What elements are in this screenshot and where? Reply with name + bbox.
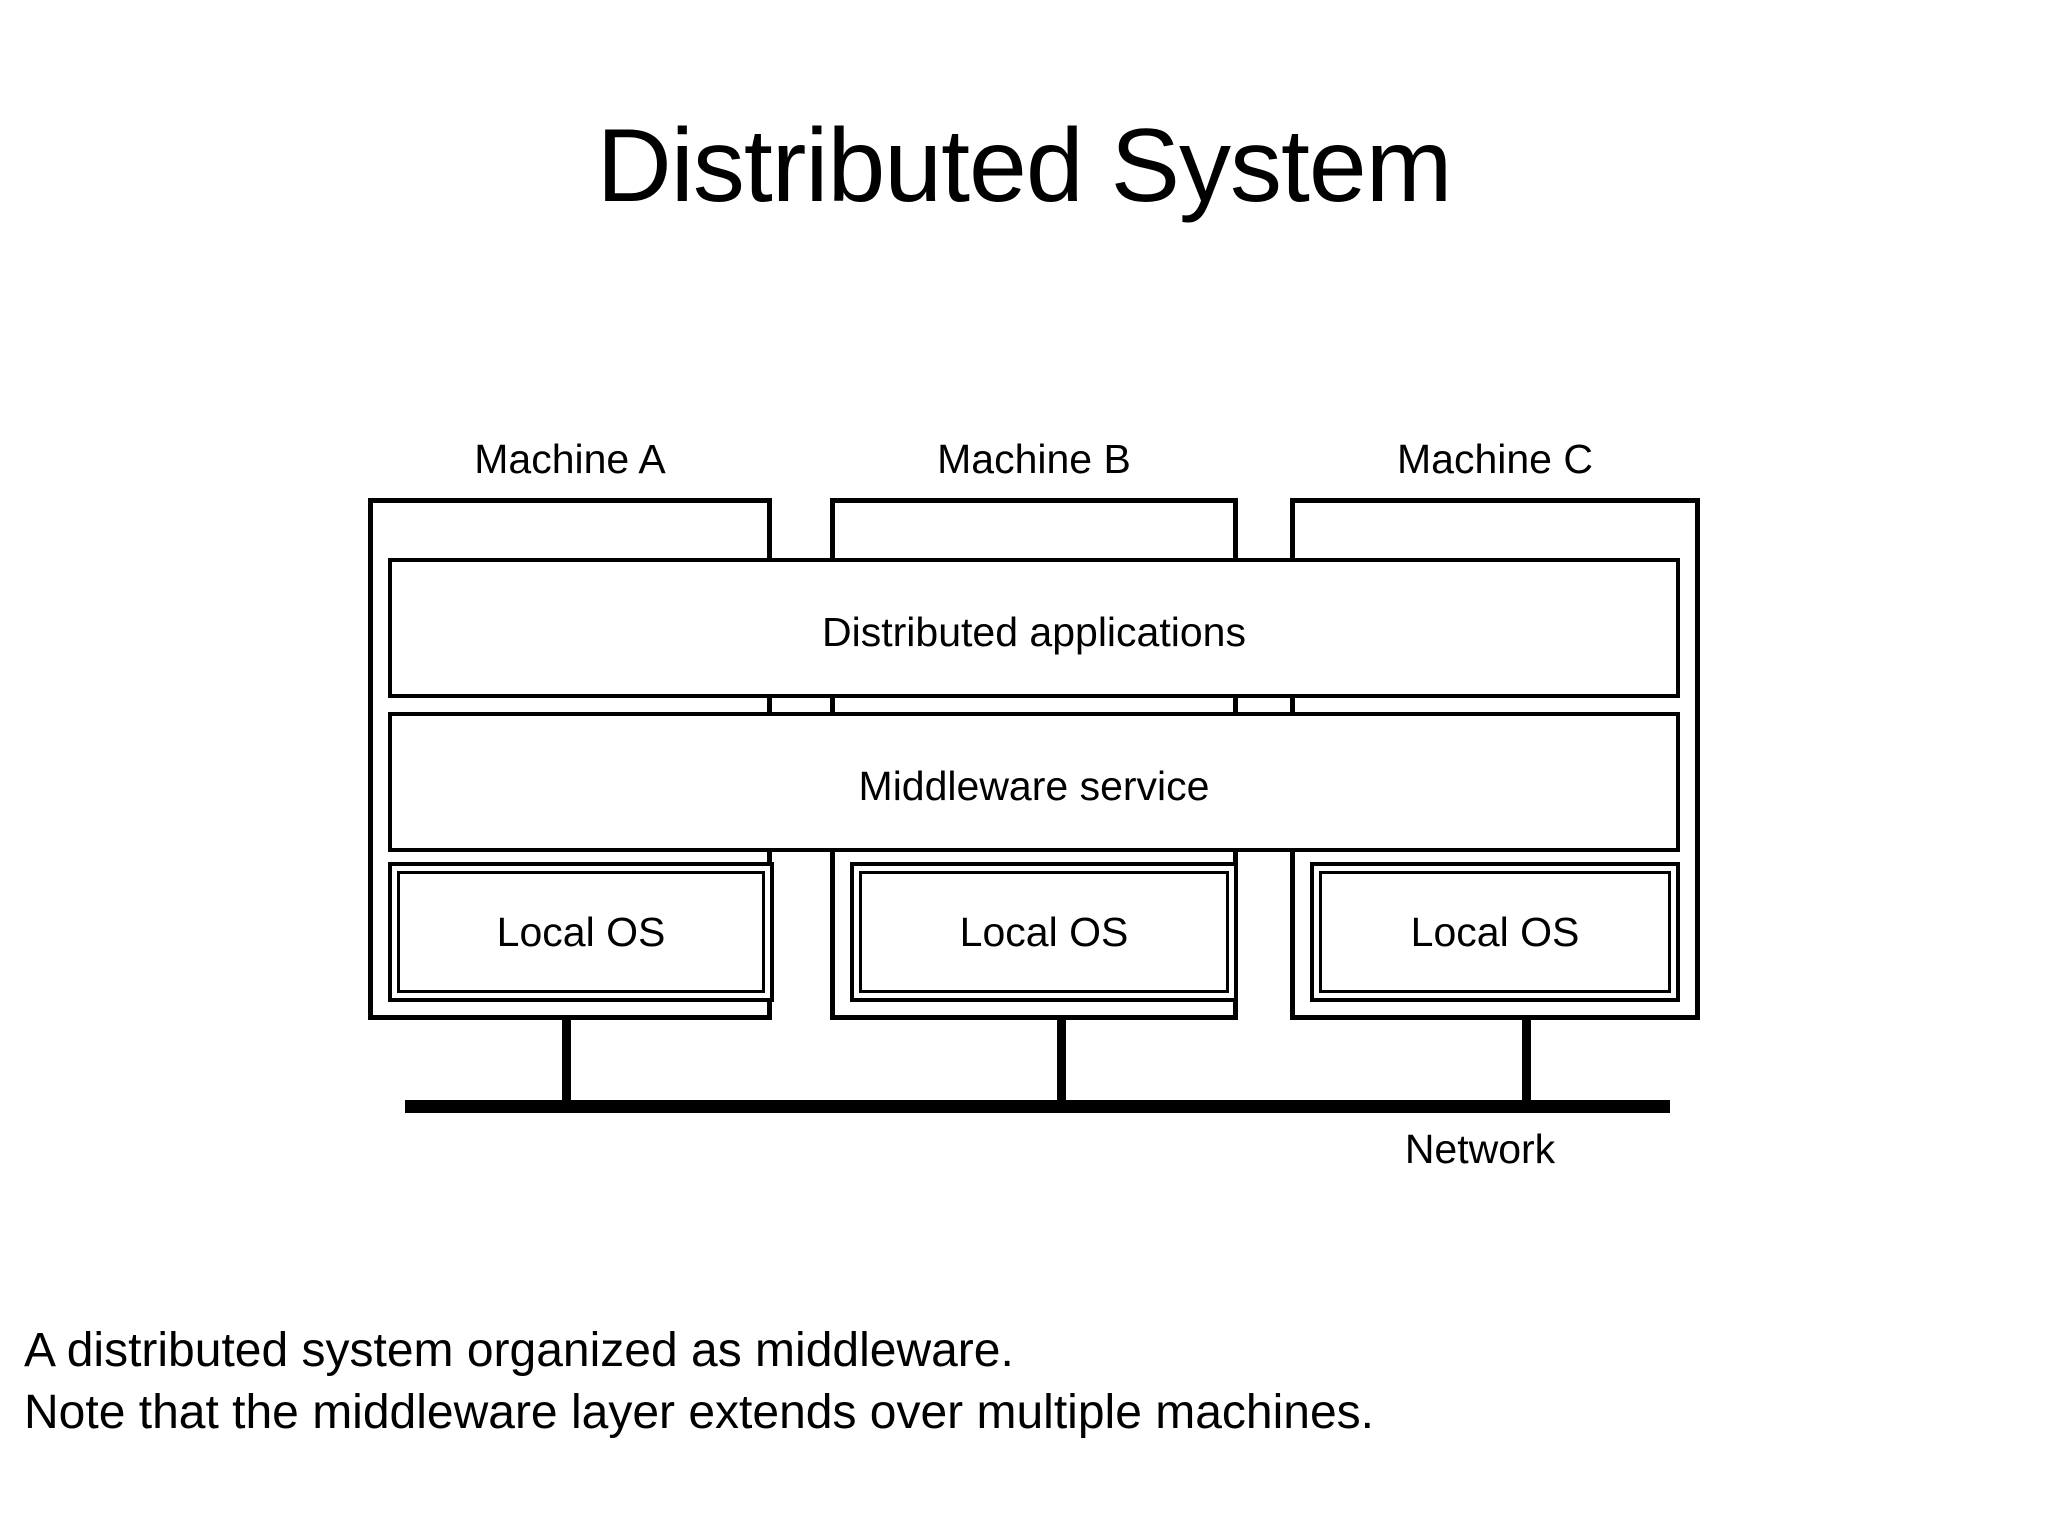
local-os-box-c: Local OS (1310, 862, 1680, 1002)
caption-block: A distributed system organized as middle… (24, 1320, 1724, 1445)
machine-label-c: Machine C (1397, 436, 1593, 482)
network-stub-b (1057, 1020, 1066, 1108)
distributed-applications-band: Distributed applications (388, 558, 1680, 698)
network-stub-c (1522, 1020, 1531, 1108)
caption-line-1: A distributed system organized as middle… (24, 1324, 1014, 1377)
network-stub-a (562, 1020, 571, 1108)
middleware-service-band: Middleware service (388, 712, 1680, 852)
local-os-box-a: Local OS (388, 862, 774, 1002)
caption-line-2: Note that the middleware layer extends o… (24, 1386, 1374, 1440)
local-os-label-b: Local OS (859, 871, 1229, 993)
page-title: Distributed System (596, 108, 1453, 224)
local-os-box-b: Local OS (850, 862, 1238, 1002)
machine-label-b: Machine B (937, 436, 1131, 482)
local-os-label-c: Local OS (1319, 871, 1671, 993)
machine-label-a: Machine A (474, 436, 666, 482)
local-os-label-a: Local OS (397, 871, 765, 993)
network-label: Network (1404, 1126, 1556, 1172)
network-bus-line (405, 1100, 1670, 1113)
